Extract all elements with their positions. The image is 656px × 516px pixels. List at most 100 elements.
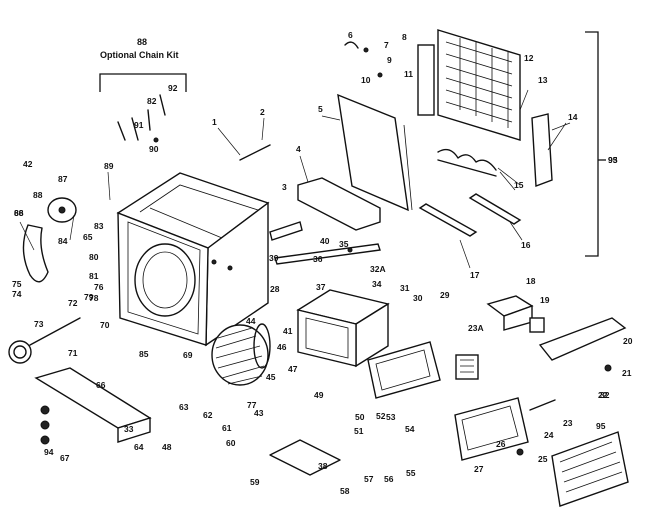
svg-text:23A: 23A: [468, 323, 484, 333]
svg-text:25: 25: [538, 454, 548, 464]
svg-text:19: 19: [540, 295, 550, 305]
svg-text:17: 17: [470, 270, 480, 280]
svg-text:55: 55: [406, 468, 416, 478]
water-trough: [297, 177, 381, 231]
svg-text:87: 87: [58, 174, 68, 184]
svg-text:86: 86: [14, 208, 24, 218]
svg-text:63: 63: [179, 402, 189, 412]
kit-number: 88: [137, 37, 147, 47]
guide-rail-16: [468, 193, 522, 225]
svg-text:12: 12: [524, 53, 534, 63]
svg-text:28: 28: [270, 284, 280, 294]
svg-text:37: 37: [316, 282, 326, 292]
svg-text:75: 75: [12, 279, 22, 289]
svg-text:14: 14: [568, 112, 578, 122]
svg-text:68: 68: [14, 208, 24, 218]
svg-text:31: 31: [400, 283, 410, 293]
svg-text:23: 23: [563, 418, 573, 428]
svg-text:72: 72: [68, 298, 78, 308]
svg-text:34: 34: [372, 279, 382, 289]
svg-text:9: 9: [387, 55, 392, 65]
svg-text:90: 90: [149, 144, 159, 154]
svg-text:88: 88: [33, 190, 43, 200]
assembly-bracket-group: 95: [585, 31, 618, 257]
svg-text:69: 69: [183, 350, 193, 360]
svg-text:57: 57: [364, 474, 374, 484]
svg-text:21: 21: [622, 368, 632, 378]
svg-text:32: 32: [600, 390, 610, 400]
svg-text:81: 81: [89, 271, 99, 281]
svg-text:60: 60: [226, 438, 236, 448]
svg-text:59: 59: [250, 477, 260, 487]
svg-text:38: 38: [318, 461, 328, 471]
assembly-bracket: [585, 31, 599, 257]
svg-text:16: 16: [521, 240, 531, 250]
svg-text:13: 13: [538, 75, 548, 85]
svg-text:3: 3: [282, 182, 287, 192]
side-strip: [531, 113, 553, 187]
panel-frame-upper: [367, 341, 441, 399]
svg-text:56: 56: [384, 474, 394, 484]
svg-text:1: 1: [212, 117, 217, 127]
svg-text:2: 2: [260, 107, 265, 117]
svg-text:76: 76: [94, 282, 104, 292]
svg-text:7: 7: [384, 40, 389, 50]
guide-rail-17: [418, 203, 478, 237]
svg-text:89: 89: [104, 161, 114, 171]
svg-text:74: 74: [12, 289, 22, 299]
motor-cover: [486, 295, 534, 331]
water-coil: [437, 148, 497, 177]
svg-text:40: 40: [320, 236, 330, 246]
svg-text:8: 8: [402, 32, 407, 42]
pulley: [8, 317, 81, 364]
svg-text:39: 39: [269, 253, 279, 263]
base-tray: [34, 367, 152, 443]
mounting-bracket: [529, 317, 545, 333]
svg-text:18: 18: [526, 276, 536, 286]
svg-text:15: 15: [514, 180, 524, 190]
svg-text:92: 92: [168, 83, 178, 93]
hardware: [40, 41, 612, 476]
blower-wheel: [211, 323, 271, 386]
svg-text:51: 51: [354, 426, 364, 436]
svg-text:84: 84: [58, 236, 68, 246]
svg-text:30: 30: [413, 293, 423, 303]
svg-text:77: 77: [247, 400, 257, 410]
svg-text:11: 11: [404, 69, 413, 79]
svg-text:36: 36: [313, 254, 323, 264]
panel-frame-lower: [454, 397, 529, 461]
svg-text:5: 5: [318, 104, 323, 114]
callouts: 1 2 3 4 5 6 7 8 9 10 11 12 13 14 15 16 1…: [12, 30, 633, 496]
svg-text:32A: 32A: [370, 264, 386, 274]
motor-frame: [296, 289, 390, 368]
svg-text:62: 62: [203, 410, 213, 420]
svg-text:67: 67: [60, 453, 70, 463]
svg-text:48: 48: [162, 442, 172, 452]
motor-rail: [538, 317, 627, 361]
svg-text:50: 50: [355, 412, 365, 422]
svg-text:61: 61: [222, 423, 232, 433]
chain-kit-parts: [117, 94, 166, 143]
svg-text:10: 10: [361, 75, 371, 85]
svg-text:46: 46: [277, 342, 287, 352]
svg-text:70: 70: [100, 320, 110, 330]
svg-text:27: 27: [474, 464, 484, 474]
svg-text:91: 91: [134, 120, 144, 130]
support-bar: [269, 221, 381, 265]
svg-text:6: 6: [348, 30, 353, 40]
svg-text:80: 80: [89, 252, 99, 262]
svg-text:65: 65: [83, 232, 93, 242]
svg-text:20: 20: [623, 336, 633, 346]
svg-text:83: 83: [94, 221, 104, 231]
assembly-number: 95: [608, 155, 618, 165]
svg-text:64: 64: [134, 442, 144, 452]
louver-grille: [417, 29, 521, 141]
svg-text:41: 41: [283, 326, 293, 336]
svg-text:47: 47: [288, 364, 298, 374]
svg-text:33: 33: [124, 424, 134, 434]
svg-text:44: 44: [246, 316, 256, 326]
svg-text:93: 93: [608, 155, 618, 165]
svg-text:82: 82: [147, 96, 157, 106]
svg-text:42: 42: [23, 159, 33, 169]
leader-lines: [19, 89, 571, 269]
